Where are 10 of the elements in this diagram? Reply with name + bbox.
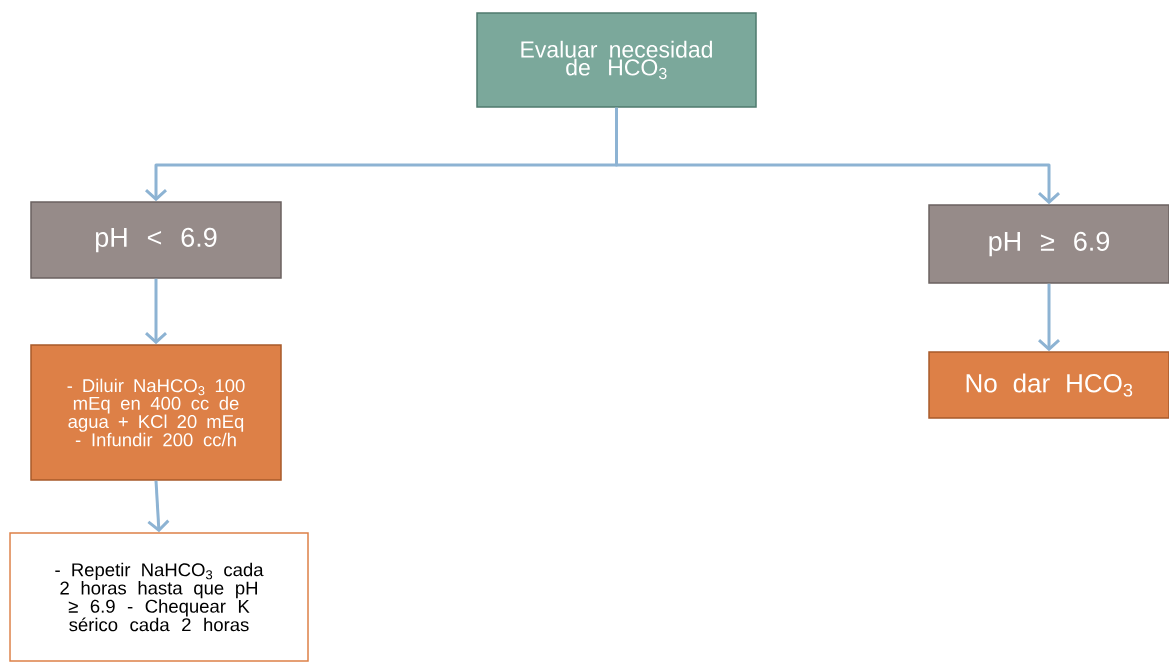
decision-box: Evaluar necesidad de HCO$_{3}$	[476, 12, 757, 108]
action-box: - Repetir NaHCO$_{3}$ cada 2 horas hasta que pH ≥ 6.9 - Chequear K sérico cada 2 horas	[9, 532, 309, 662]
condition-box: pH < 6.9	[30, 201, 282, 279]
arrow	[1038, 283, 1060, 352]
arrow	[147, 480, 170, 533]
condition-box: pH ≥ 6.9	[928, 204, 1169, 284]
arrow	[615, 107, 1060, 205]
action-box: No dar HCO$_{3}$	[928, 351, 1169, 419]
action-box: - Diluir NaHCO$_{3}$ 100 mEq en 400 cc de agua + KCl 20 mEq - Infundir 200 cc/h	[30, 344, 282, 481]
arrow	[145, 278, 167, 345]
